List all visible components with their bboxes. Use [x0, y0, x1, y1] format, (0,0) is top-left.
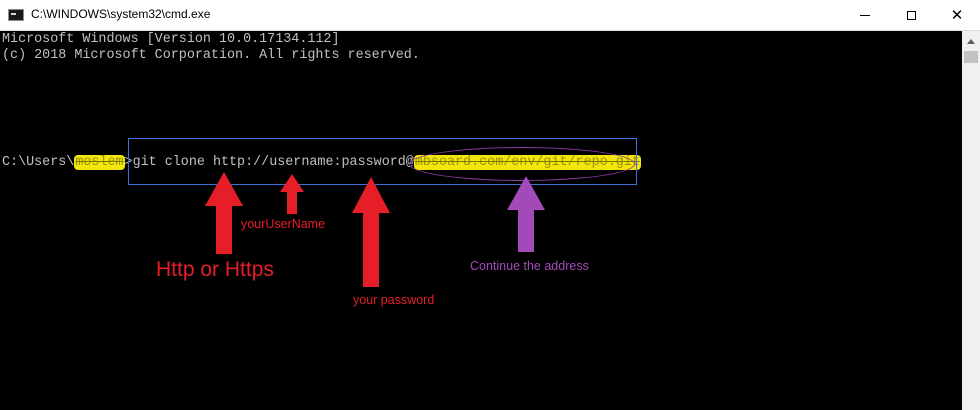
- close-button[interactable]: ✕: [934, 0, 980, 30]
- redacted-username: moslem: [74, 155, 125, 170]
- prompt-prefix: C:\Users\: [2, 155, 75, 170]
- close-icon: ✕: [950, 6, 964, 24]
- title-bar[interactable]: C:\WINDOWS\system32\cmd.exe ✕: [0, 0, 980, 31]
- password-annotation: your password: [353, 293, 435, 307]
- minimize-icon: [860, 14, 870, 16]
- console-output[interactable]: Microsoft Windows [Version 10.0.17134.11…: [0, 31, 962, 410]
- scroll-up-icon[interactable]: [967, 39, 975, 44]
- console-version-line: Microsoft Windows [Version 10.0.17134.11…: [2, 32, 340, 47]
- password-arrow-icon: [352, 177, 390, 287]
- minimize-button[interactable]: [842, 0, 888, 30]
- protocol-annotation: Http or Https: [156, 258, 274, 281]
- window-title: C:\WINDOWS\system32\cmd.exe: [31, 7, 211, 21]
- maximize-icon: [906, 10, 916, 20]
- git-clone-command: git clone http://username:password@: [132, 155, 414, 170]
- address-highlight-ellipse: [409, 147, 635, 181]
- username-annotation: yourUserName: [241, 217, 326, 231]
- command-highlight-box: [128, 138, 637, 185]
- vertical-scrollbar[interactable]: [962, 31, 980, 410]
- scrollbar-thumb[interactable]: [964, 51, 978, 63]
- console-copyright-line: (c) 2018 Microsoft Corporation. All righ…: [2, 48, 420, 63]
- protocol-arrow-icon: [205, 172, 243, 254]
- username-arrow-icon: [280, 174, 304, 214]
- address-annotation: Continue the address: [470, 259, 589, 273]
- cmd-app-icon[interactable]: [8, 9, 24, 21]
- maximize-button[interactable]: [888, 0, 934, 30]
- address-arrow-icon: [507, 176, 545, 252]
